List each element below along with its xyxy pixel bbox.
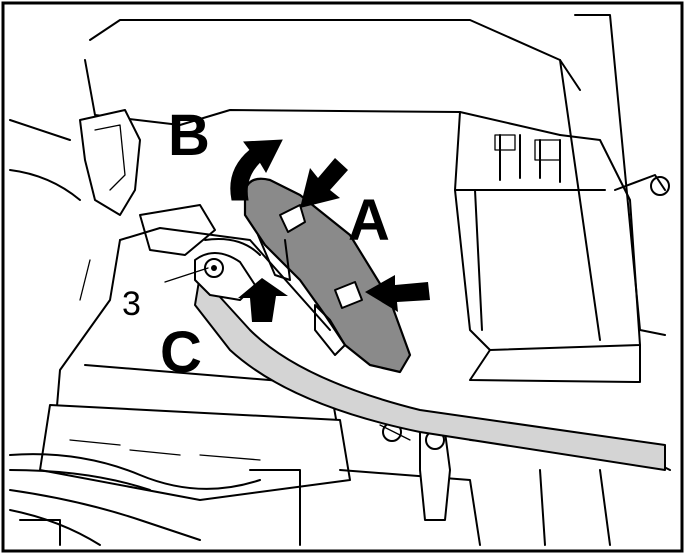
engine-bay-outline	[9, 14, 670, 341]
callout-c: C	[160, 320, 202, 385]
rotation-arrow	[230, 139, 283, 201]
callout-a: A	[348, 188, 390, 253]
part-leader-line	[164, 267, 209, 283]
callout-b: B	[168, 103, 210, 168]
part-number-3: 3	[122, 285, 141, 323]
relay-box	[454, 111, 641, 383]
positive-cable	[194, 274, 666, 471]
arrow-a-upper	[300, 158, 348, 208]
battery-front-panel	[39, 404, 351, 501]
arrow-a-right	[365, 275, 430, 312]
positive-terminal-clamp	[194, 238, 261, 301]
negative-terminal	[379, 422, 451, 521]
terminal-cover	[243, 177, 412, 374]
arrow-c-up	[238, 278, 288, 322]
